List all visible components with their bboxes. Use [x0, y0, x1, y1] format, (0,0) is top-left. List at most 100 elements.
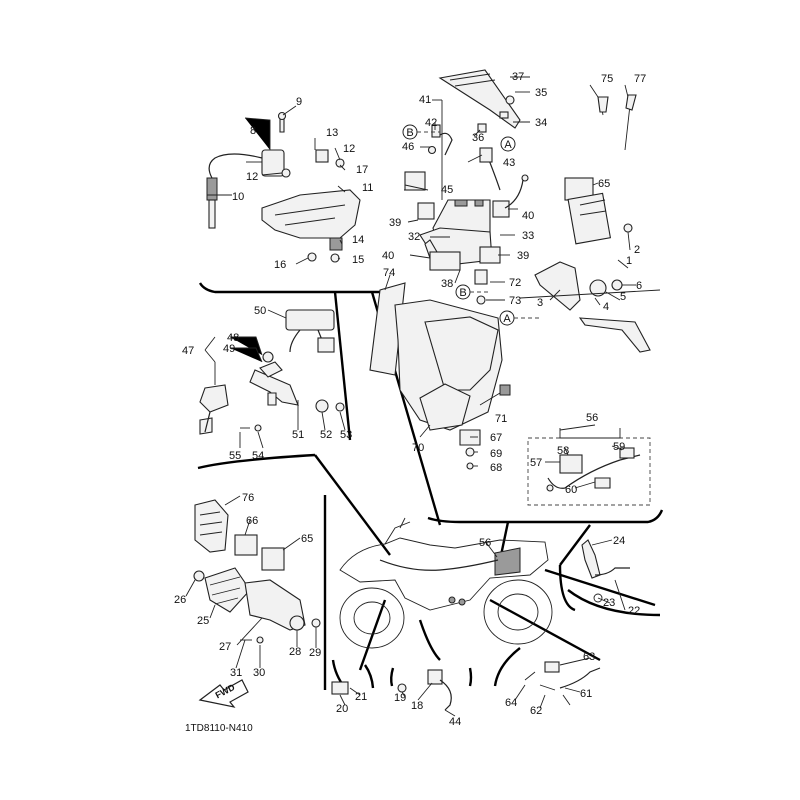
callout-64: 64	[505, 697, 517, 709]
callout-38: 38	[441, 278, 453, 290]
callout-63: 63	[583, 651, 595, 663]
callout-51: 51	[292, 429, 304, 441]
callout-17: 17	[356, 164, 368, 176]
fwd-arrow: FWD	[198, 679, 249, 708]
callout-60: 60	[565, 484, 577, 496]
callout-46: 46	[402, 141, 414, 153]
callout-72: 72	[509, 277, 521, 289]
callout-19: 19	[394, 692, 406, 704]
callout-5: 5	[620, 291, 626, 303]
callout-24: 24	[613, 535, 625, 547]
callout-12b: 12	[343, 143, 355, 155]
callout-44: 44	[449, 716, 461, 728]
callout-76b: 76	[242, 492, 254, 504]
svg-text:B: B	[406, 127, 413, 139]
callout-59: 59	[613, 441, 625, 453]
callout-3: 3	[537, 297, 543, 309]
callout-39a: 39	[389, 217, 401, 229]
callout-23: 23	[603, 597, 615, 609]
svg-text:B: B	[459, 287, 466, 299]
callout-56a: 56	[586, 412, 598, 424]
ignition-coil-group	[206, 111, 361, 263]
callout-65a: 65	[598, 178, 610, 190]
callout-20: 20	[336, 703, 348, 715]
callout-18: 18	[411, 700, 423, 712]
callout-4: 4	[603, 301, 609, 313]
callout-31: 31	[230, 667, 242, 679]
callout-37: 37	[512, 71, 524, 83]
callout-21: 21	[355, 691, 367, 703]
callout-30: 30	[253, 667, 265, 679]
callout-32: 32	[408, 231, 420, 243]
callout-33: 33	[522, 230, 534, 242]
callout-28: 28	[289, 646, 301, 658]
callout-68: 68	[490, 462, 502, 474]
callout-61: 61	[580, 688, 592, 700]
callout-67: 67	[490, 432, 502, 444]
drawing-code: 1TD8110-N410	[185, 723, 253, 734]
callout-10: 10	[232, 191, 244, 203]
reference-circle-a-mid: A	[499, 310, 515, 326]
callout-76: 77	[634, 73, 646, 85]
regulator-group	[193, 499, 321, 644]
battery-box-group	[369, 269, 511, 470]
relay-bracket-group	[519, 84, 661, 353]
callout-58: 58	[557, 445, 569, 457]
callout-12a: 12	[246, 171, 258, 183]
callout-22: 22	[628, 605, 640, 617]
callout-34: 34	[535, 117, 547, 129]
reference-circle-b-mid: B	[455, 284, 471, 300]
callout-36: 36	[472, 132, 484, 144]
callout-50: 50	[254, 305, 266, 317]
callout-56b: 56	[479, 537, 491, 549]
reference-circle-a-top: A	[500, 136, 516, 152]
callout-26: 26	[174, 594, 186, 606]
callout-69: 69	[490, 448, 502, 460]
callout-62: 62	[530, 705, 542, 717]
callout-65b: 65	[301, 533, 313, 545]
switch-cluster-group	[199, 309, 345, 435]
callout-9: 9	[296, 96, 302, 108]
callout-43: 43	[503, 157, 515, 169]
callout-66: 66	[246, 515, 258, 527]
atv-outline	[339, 517, 553, 649]
callout-13: 13	[326, 127, 338, 139]
callout-45: 45	[441, 184, 453, 196]
callout-numbers: 1 2 3 4 5 6 8 9 10 11 12 12 13 14 15 16 …	[174, 71, 646, 728]
callout-54: 54	[252, 450, 264, 462]
callout-49: 49	[223, 343, 235, 355]
callout-40a: 40	[522, 210, 534, 222]
callout-48: 48	[227, 332, 239, 344]
callout-55: 55	[229, 450, 241, 462]
callout-42: 42	[425, 117, 437, 129]
callout-75: 75	[601, 73, 613, 85]
wiring-detail-group	[527, 428, 651, 506]
callout-53: 53	[340, 429, 352, 441]
callout-11: 11	[362, 182, 373, 194]
callout-16: 16	[274, 259, 286, 271]
callout-1: 1	[626, 255, 632, 267]
callout-40b: 40	[382, 250, 394, 262]
callout-29: 29	[309, 647, 321, 659]
callout-25: 25	[197, 615, 209, 627]
battery-group	[404, 69, 529, 271]
callout-27: 27	[219, 641, 231, 653]
callout-47: 47	[182, 345, 194, 357]
svg-text:A: A	[504, 139, 512, 151]
callout-39b: 39	[517, 250, 529, 262]
callout-15: 15	[352, 254, 364, 266]
callout-35: 35	[535, 87, 547, 99]
callout-14: 14	[352, 234, 364, 246]
callout-6: 6	[636, 280, 642, 292]
sensor-group	[331, 539, 630, 711]
svg-text:A: A	[503, 313, 511, 325]
callout-70: 70	[412, 442, 424, 454]
callout-73: 73	[509, 295, 521, 307]
callout-71: 71	[495, 413, 507, 425]
callout-8: 8	[250, 125, 256, 137]
callout-74: 74	[383, 267, 395, 279]
callout-2: 2	[634, 244, 640, 256]
callout-52: 52	[320, 429, 332, 441]
leader-lines	[185, 76, 636, 717]
